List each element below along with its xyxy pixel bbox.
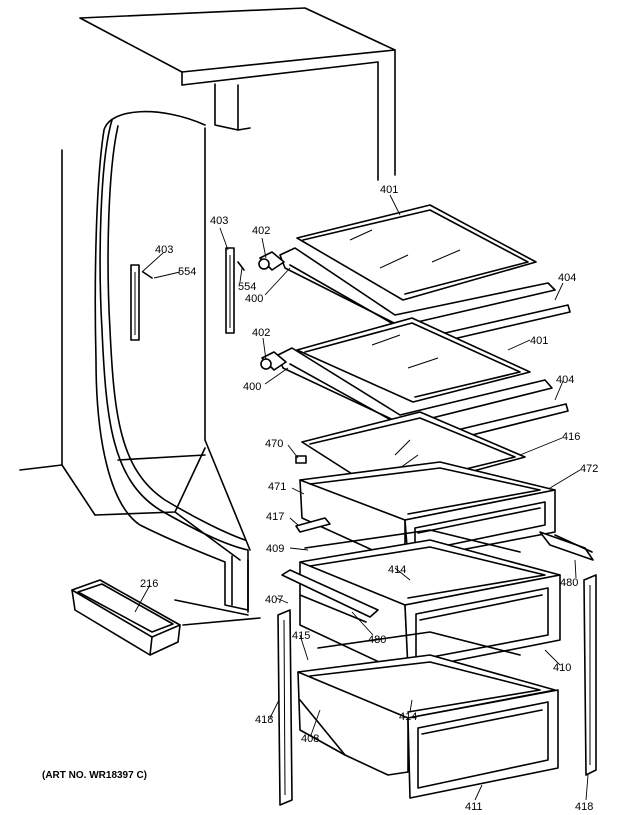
- leader-lines: [134, 194, 589, 801]
- label-480: 480: [560, 577, 578, 589]
- label-411: 411: [465, 801, 483, 813]
- art-number-caption: (ART NO. WR18397 C): [42, 770, 147, 781]
- drawer-side-rail-right: [583, 574, 597, 776]
- part-labels: 401 402 403 403 554 554 400 404 401 402 …: [140, 184, 598, 813]
- label-401: 401: [530, 335, 548, 347]
- label-216: 216: [140, 578, 158, 590]
- label-414: 414: [399, 711, 417, 723]
- label-404: 404: [558, 272, 576, 284]
- drawer-side-rail-left: [277, 609, 293, 806]
- label-418: 418: [575, 801, 593, 813]
- shelf-rail-right: [225, 247, 245, 334]
- label-408: 408: [301, 733, 319, 745]
- label-410: 410: [553, 662, 571, 674]
- label-400: 400: [245, 293, 263, 305]
- upper-crisper-drawer: [295, 461, 556, 561]
- label-471: 471: [268, 481, 286, 493]
- door-bin: [71, 579, 181, 656]
- label-402: 402: [252, 327, 270, 339]
- label-554: 554: [238, 281, 256, 293]
- lower-drawer: [297, 631, 559, 799]
- upper-shelf: [258, 204, 571, 344]
- label-403: 403: [210, 215, 228, 227]
- label-409: 409: [266, 543, 284, 555]
- label-403: 403: [155, 244, 173, 256]
- shelf-rail-left: [130, 264, 153, 341]
- cabinet-outline: [19, 7, 396, 626]
- label-402: 402: [252, 225, 270, 237]
- label-414: 414: [388, 564, 406, 576]
- label-407: 407: [265, 594, 283, 606]
- label-470: 470: [265, 438, 283, 450]
- label-472: 472: [580, 463, 598, 475]
- label-404: 404: [556, 374, 574, 386]
- label-480: 480: [368, 634, 386, 646]
- lower-crisper-upper-drawer: [281, 529, 594, 671]
- label-415: 415: [292, 630, 310, 642]
- label-418: 418: [255, 714, 273, 726]
- middle-shelf: [260, 317, 569, 445]
- label-401: 401: [380, 184, 398, 196]
- label-554: 554: [178, 266, 196, 278]
- label-400: 400: [243, 381, 261, 393]
- label-416: 416: [562, 431, 580, 443]
- label-417: 417: [266, 511, 284, 523]
